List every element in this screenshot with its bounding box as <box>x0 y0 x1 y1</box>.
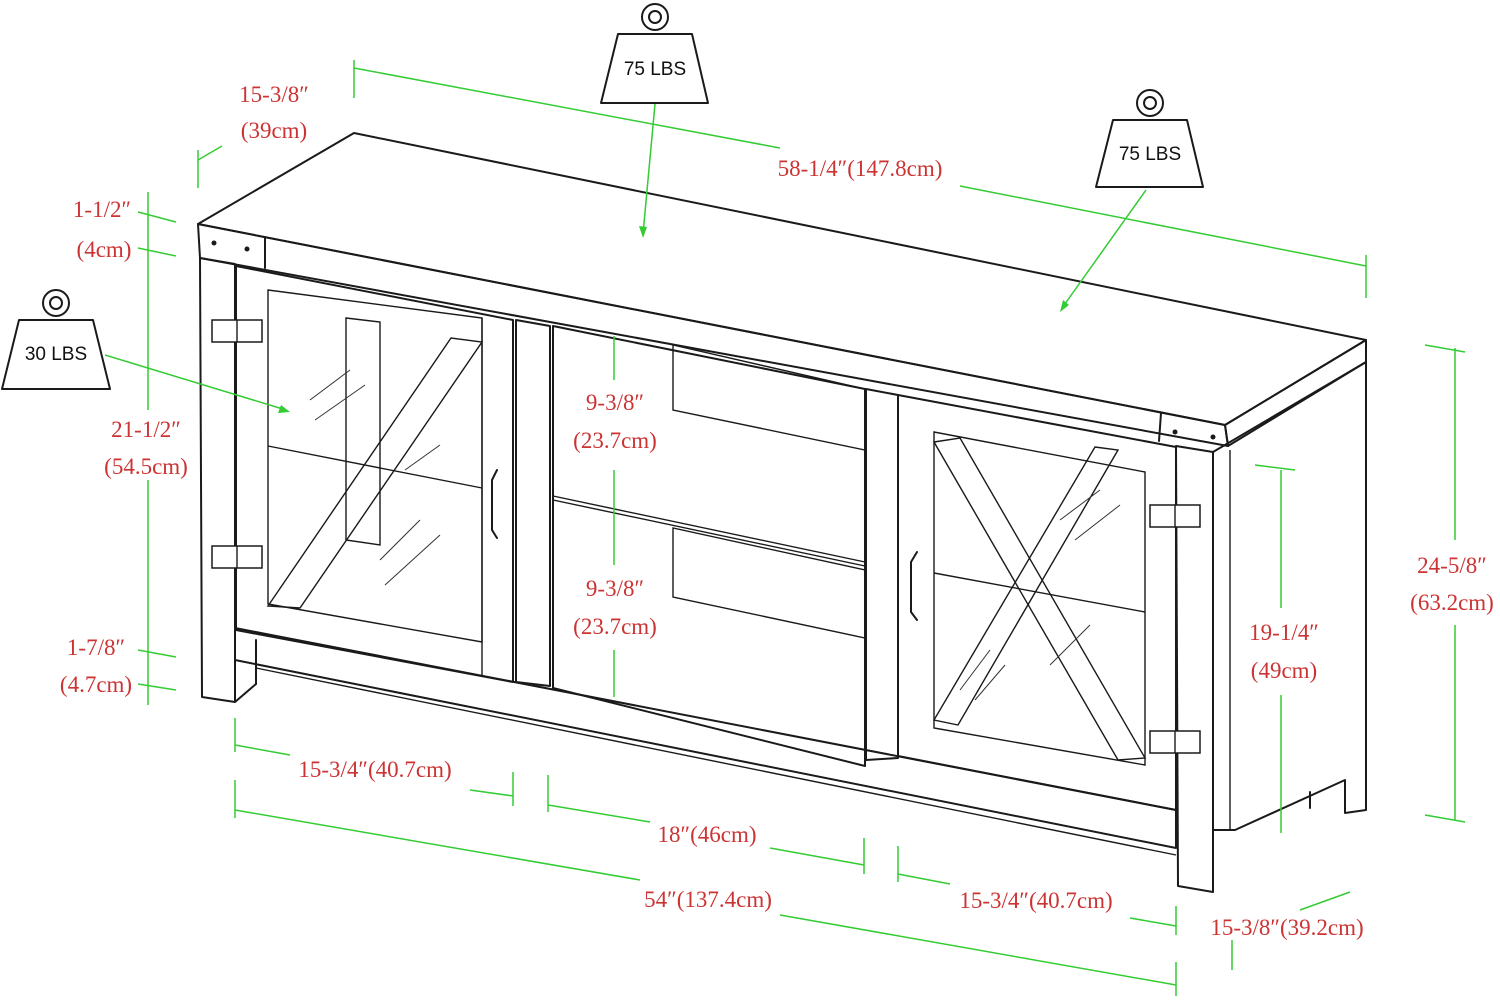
weight-icon-top-right: 75 LBS <box>1095 89 1204 188</box>
label-depth-top-cm: (39cm) <box>241 118 307 143</box>
hinge-left-bottom <box>211 545 263 569</box>
left-door <box>235 265 514 683</box>
hinge-right-bottom <box>1149 730 1201 754</box>
right-door <box>897 394 1177 811</box>
hinge-left-top <box>211 319 263 343</box>
tv-stand-drawing <box>197 132 1367 893</box>
weight-label-top-right: 75 LBS <box>1119 144 1181 165</box>
label-cabinet-height-cm: (49cm) <box>1251 658 1317 683</box>
label-shelf-upper-in: 9-3/8″ <box>586 390 644 415</box>
label-shelf-lower-in: 9-3/8″ <box>586 576 644 601</box>
dimension-lines <box>104 60 1466 996</box>
label-total-height-cm: (63.2cm) <box>1410 590 1494 615</box>
label-right-door-width: 15-3/4″(40.7cm) <box>959 888 1112 913</box>
weight-label-left-shelf: 30 LBS <box>25 344 87 365</box>
label-base-gap-in: 1-7/8″ <box>67 635 125 660</box>
label-inner-width: 54″(137.4cm) <box>644 887 772 912</box>
center-open-shelf <box>552 325 866 767</box>
label-base-gap-cm: (4.7cm) <box>60 672 132 697</box>
label-cabinet-height-in: 19-1/4″ <box>1249 620 1319 645</box>
tabletop-front-edge <box>197 223 1229 447</box>
label-shelf-lower-cm: (23.7cm) <box>573 614 657 639</box>
weight-icon-left-shelf: 30 LBS <box>1 289 111 390</box>
label-depth-top-in: 15-3/8″ <box>239 82 309 107</box>
label-left-door-width: 15-3/4″(40.7cm) <box>298 757 451 782</box>
label-total-height-in: 24-5/8″ <box>1417 553 1487 578</box>
hinge-right-top <box>1149 504 1201 528</box>
left-handle <box>491 469 498 539</box>
bottom-rail <box>234 627 1177 849</box>
label-shelf-upper-cm: (23.7cm) <box>573 428 657 453</box>
label-width-top: 58-1/4″(147.8cm) <box>778 156 943 181</box>
right-handle <box>910 551 918 621</box>
label-top-thickness-in: 1-1/2″ <box>73 197 131 222</box>
label-inner-height-in: 21-1/2″ <box>111 417 181 442</box>
dimension-labels: 15-3/8″ (39cm) 58-1/4″(147.8cm) 1-1/2″ (… <box>60 82 1494 940</box>
label-depth-bottom: 15-3/8″(39.2cm) <box>1210 915 1363 940</box>
label-inner-height-cm: (54.5cm) <box>104 454 188 479</box>
weight-icon-top-center: 75 LBS <box>600 3 709 104</box>
label-center-width: 18″(46cm) <box>658 822 757 847</box>
weight-label-top-center: 75 LBS <box>624 59 686 80</box>
label-top-thickness-cm: (4cm) <box>77 237 132 262</box>
